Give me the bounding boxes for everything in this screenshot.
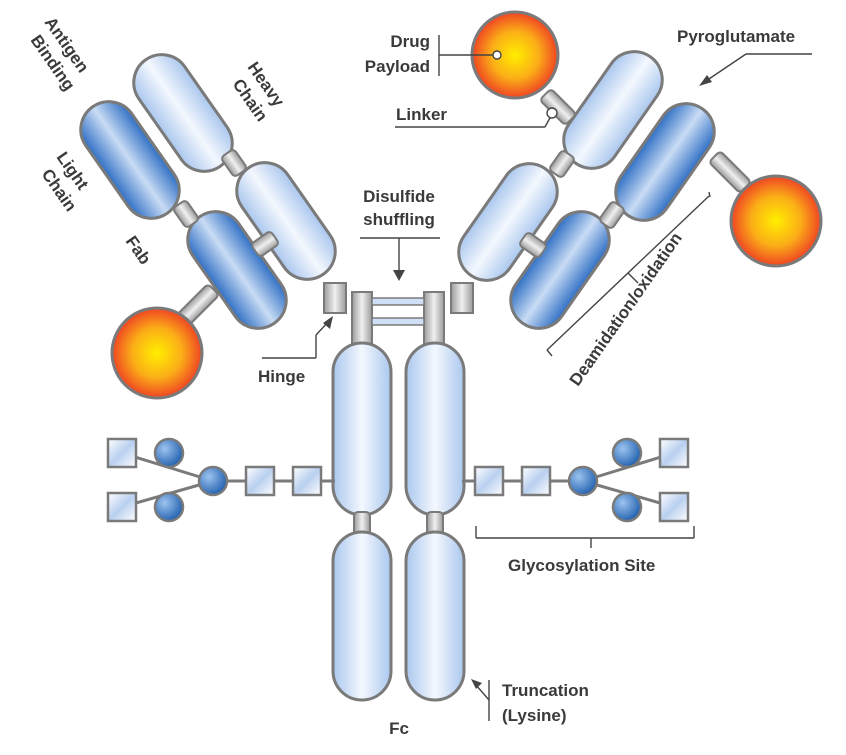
glycan-circle (611, 437, 643, 469)
ch2-domain-left (331, 341, 393, 517)
label-glycosylation: Glycosylation Site (508, 556, 655, 575)
label-truncation-1: Truncation (502, 681, 589, 700)
fc-region (331, 291, 466, 702)
glycan-square (106, 437, 138, 469)
glycan-circle (567, 465, 599, 497)
light-chain-vl-right (614, 102, 716, 222)
label-hinge: Hinge (258, 367, 305, 386)
callout-lines (262, 35, 812, 721)
glycan-square (658, 437, 690, 469)
glycan-square (106, 491, 138, 523)
glycan-circle (153, 437, 185, 469)
disulfide-bond-top (371, 297, 425, 306)
fab-arm-right (450, 10, 823, 330)
fab-arm-left (79, 53, 347, 400)
glycan-square (291, 465, 323, 497)
label-disulfide-2: shuffling (363, 210, 435, 229)
label-pyroglutamate: Pyroglutamate (677, 27, 795, 46)
label-fab: Fab (122, 232, 155, 268)
drug-payload-right (729, 174, 823, 268)
drug-payload-left (110, 306, 204, 400)
glycan-square (244, 465, 276, 497)
ch2-domain-right (404, 341, 466, 517)
glycan-square (473, 465, 505, 497)
glycan-circle (153, 491, 185, 523)
label-fc: Fc (389, 719, 409, 738)
glycan-left (106, 437, 335, 523)
disulfide-bond-bottom (371, 317, 425, 326)
glycan-square (658, 491, 690, 523)
label-disulfide-1: Disulfide (363, 187, 435, 206)
glycan-right (462, 437, 690, 523)
heavy-chain-vh-left (132, 53, 234, 173)
glycan-circle (197, 465, 229, 497)
heavy-chain-vh-right (562, 50, 664, 170)
label-truncation-2: (Lysine) (502, 706, 567, 725)
ch3-domain-right (404, 530, 466, 702)
light-chain-vl-left (79, 100, 181, 220)
glycan-square (520, 465, 552, 497)
ch3-domain-left (331, 530, 393, 702)
label-linker: Linker (396, 105, 447, 124)
label-drug-payload-1: Drug (390, 32, 430, 51)
label-drug-payload-2: Payload (365, 57, 430, 76)
glycan-circle (611, 491, 643, 523)
